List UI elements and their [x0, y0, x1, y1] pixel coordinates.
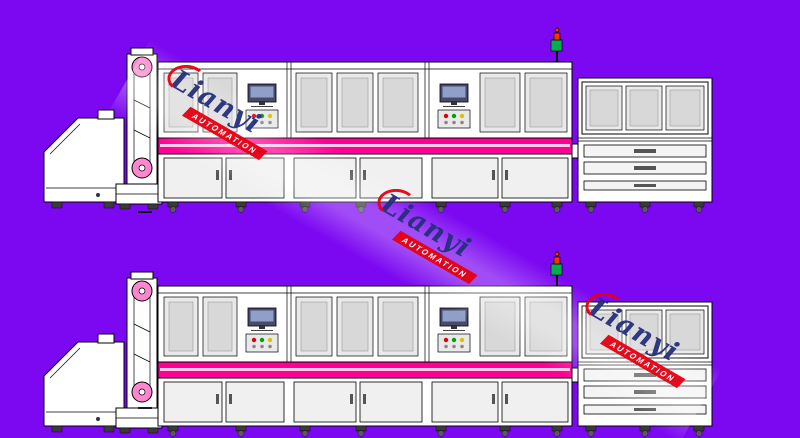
machine-line-1	[44, 28, 712, 213]
